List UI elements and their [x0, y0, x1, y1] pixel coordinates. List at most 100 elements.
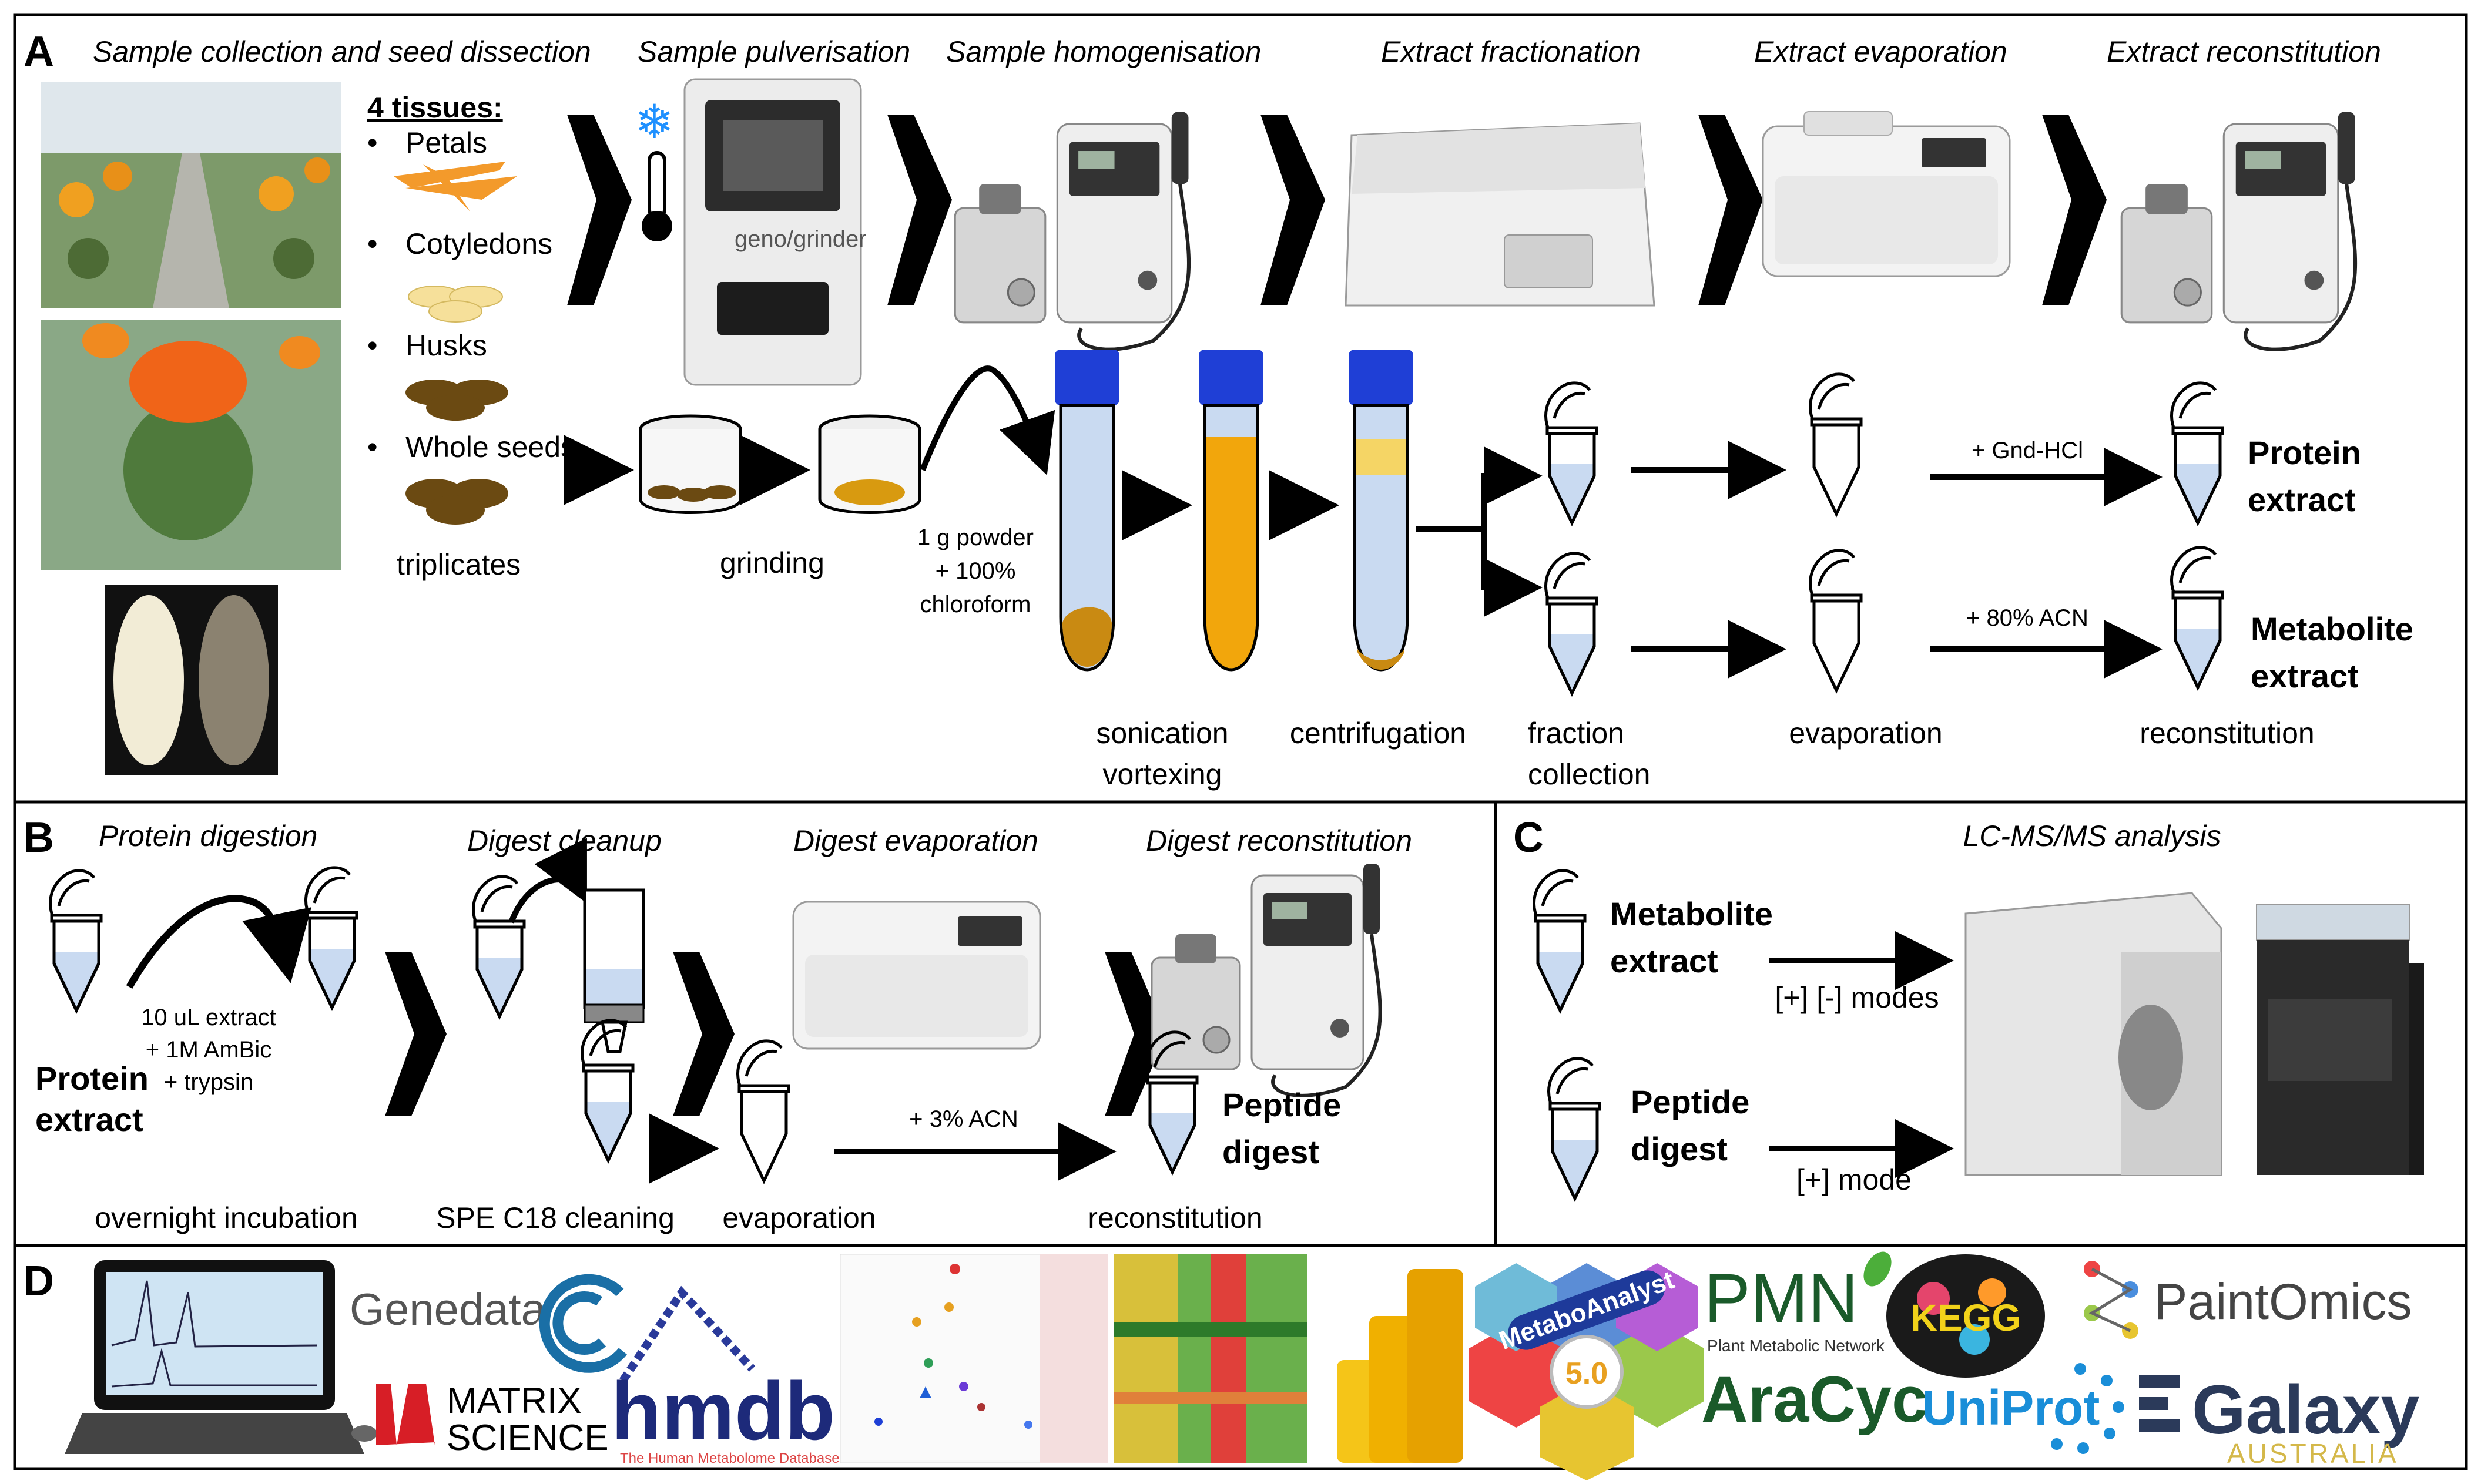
- protein-extract-tube: [2172, 383, 2222, 523]
- peptide-label-b1: Peptide: [1222, 1086, 1341, 1123]
- reconstitution-label-b: reconstitution: [1088, 1201, 1262, 1234]
- hmdb-text: hmdb: [611, 1365, 835, 1457]
- evaporation-tube-top: [1811, 374, 1861, 514]
- peptide-label-c1: Peptide: [1631, 1083, 1749, 1120]
- step-protein-digestion: Protein digestion: [99, 820, 317, 852]
- sonicator-vortex-machine: [955, 112, 1189, 349]
- tissue-petals: Petals: [405, 126, 487, 159]
- metabolite-label-1: Metabolite: [2251, 610, 2413, 647]
- chevron: [2042, 115, 2107, 305]
- science-text: SCIENCE: [447, 1418, 609, 1458]
- tissue-cotyledons: Cotyledons: [405, 227, 552, 260]
- evaporator-machine-b: [792, 901, 1041, 1050]
- laptop-icon: [65, 1260, 377, 1454]
- safflower-photo: [41, 320, 341, 570]
- cleanup-tube-source: [474, 877, 524, 1016]
- genedata-logo: Genedata: [350, 1285, 547, 1335]
- panel-d-frame: [13, 1244, 2468, 1470]
- pca-plot-thumbnail: [840, 1254, 1041, 1463]
- step-homogenisation: Sample homogenisation: [946, 35, 1261, 68]
- grinding-label: grinding: [720, 546, 824, 579]
- peptide-label-c2: digest: [1631, 1130, 1728, 1167]
- digest-tube: [306, 868, 357, 1008]
- jar-powder: [818, 414, 921, 514]
- fraction-label: fraction: [1528, 717, 1624, 750]
- chevron: [887, 115, 952, 305]
- tissue-husks: Husks: [405, 329, 487, 362]
- reconstitution-label: reconstitution: [2140, 717, 2314, 750]
- centrifuge-machine: [1345, 122, 1655, 307]
- spe-cartridge: [583, 888, 645, 1053]
- metabolite-tube-c: [1534, 871, 1585, 1010]
- seed-dissection-photo: [105, 585, 278, 775]
- evaporation-label: evaporation: [1789, 717, 1942, 750]
- lcms-title: LC-MS/MS analysis: [1963, 820, 2221, 852]
- tube-chloroform-powder: [1055, 350, 1119, 672]
- bullet: •: [367, 126, 378, 159]
- mass-spectrometer: [1964, 892, 2222, 1176]
- process-chevrons-b: [385, 952, 1166, 1116]
- step-evaporation: Extract evaporation: [1754, 35, 2007, 68]
- bullet: •: [367, 329, 378, 362]
- tube-sonicated: [1199, 350, 1263, 672]
- heatmap-dendrogram-thumbnail: [1040, 1254, 1307, 1463]
- galaxy-australia-logo: Galaxy AUSTRALIA: [2139, 1371, 2419, 1469]
- hmdb-logo: hmdb The Human Metabolome Database: [611, 1285, 840, 1466]
- panel-c-letter: C: [1513, 814, 1544, 861]
- peptide-label-b2: digest: [1222, 1133, 1319, 1170]
- husks-illustration: [405, 380, 508, 421]
- protein-label-2: extract: [2248, 481, 2356, 518]
- petals-illustration: [394, 162, 517, 211]
- matrix-science-logo: MATRIX SCIENCE: [376, 1381, 609, 1458]
- thermometer-icon: [642, 151, 672, 241]
- modes-peptide-label: [+] mode: [1796, 1163, 1912, 1196]
- curved-arrow: [508, 838, 587, 924]
- uniprot-text: UniProt: [1922, 1380, 2100, 1435]
- process-chevrons-a: [567, 115, 2107, 305]
- panel-a-letter: A: [24, 28, 54, 75]
- powder-label-3: chloroform: [920, 592, 1031, 617]
- step-collection: Sample collection and seed dissection: [93, 35, 591, 68]
- genedata-swirl-icon: [539, 1274, 627, 1373]
- protein-label-b1: Protein: [35, 1060, 149, 1097]
- galaxy-text: Galaxy: [2192, 1371, 2419, 1449]
- curved-arrow: [920, 365, 1055, 475]
- trypsin-label: + trypsin: [164, 1069, 253, 1095]
- step-reconstitution: Extract reconstitution: [2107, 35, 2381, 68]
- pmn-subtitle: Plant Metabolic Network: [1707, 1337, 1885, 1355]
- chevron: [1698, 115, 1763, 305]
- step-digest-reconstitution: Digest reconstitution: [1146, 824, 1412, 857]
- kegg-text: KEGG: [1910, 1297, 2021, 1339]
- metabolite-label-c1: Metabolite: [1610, 895, 1773, 932]
- step-digest-cleanup: Digest cleanup: [467, 824, 662, 857]
- evaporation-tube-bottom: [1811, 550, 1861, 690]
- panel-d-letter: D: [24, 1258, 54, 1305]
- metaboanalyst-logo: MetaboAnalyst 5.0: [1469, 1263, 1704, 1480]
- aracyc-logo: AraCyc: [1701, 1364, 1927, 1436]
- protein-extract-tube-b: [51, 871, 101, 1010]
- chevron: [567, 115, 632, 305]
- metabolite-extract-tube: [2172, 548, 2222, 687]
- whole-seeds-illustration: [405, 479, 508, 525]
- powder-label-1: 1 g powder: [917, 525, 1034, 550]
- tissue-whole-seeds: Whole seeds: [405, 431, 575, 464]
- matrix-text: MATRIX: [447, 1381, 582, 1421]
- evaporator-machine: [1762, 111, 2011, 277]
- spe-label: SPE C18 cleaning: [436, 1201, 675, 1234]
- sonication-label: sonication: [1096, 717, 1228, 750]
- kegg-logo: KEGG: [1886, 1254, 2045, 1378]
- power-bi-logo: [1337, 1269, 1463, 1463]
- metabolite-label-c2: extract: [1610, 942, 1718, 979]
- step-pulverisation: Sample pulverisation: [638, 35, 910, 68]
- snowflake-icon: ❄: [635, 95, 674, 149]
- pmn-text: PMN: [1704, 1260, 1858, 1337]
- jar-seeds: [639, 414, 742, 514]
- step-fractionation: Extract fractionation: [1381, 35, 1641, 68]
- step-digest-evaporation: Digest evaporation: [793, 824, 1038, 857]
- reconstitution-sonicator-machine: [2121, 112, 2355, 349]
- acn80-label: + 80% ACN: [1966, 605, 2088, 631]
- pmn-logo: PMN Plant Metabolic Network: [1704, 1251, 1892, 1355]
- chevron: [385, 952, 447, 1116]
- chevron: [1105, 952, 1166, 1116]
